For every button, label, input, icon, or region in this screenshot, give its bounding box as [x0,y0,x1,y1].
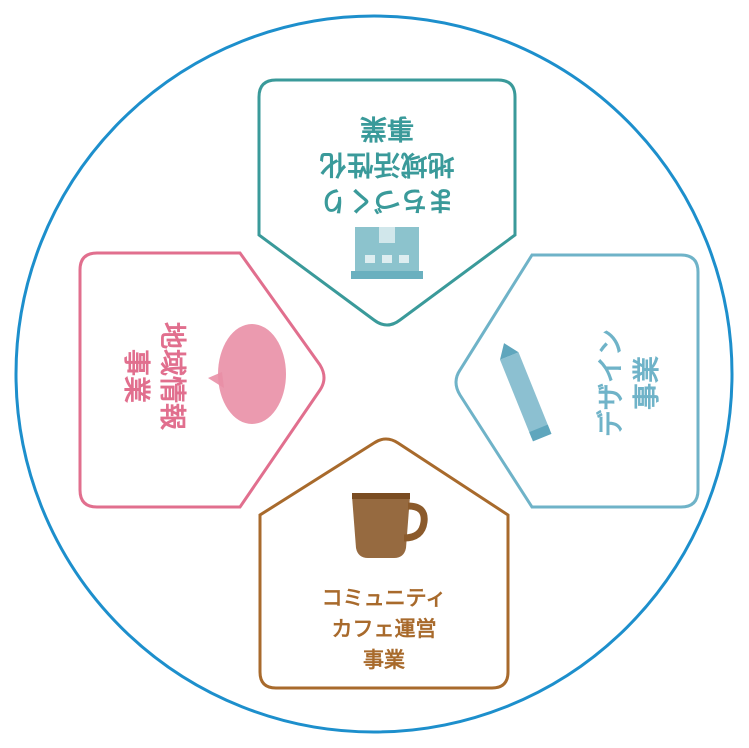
speech-bubble-icon [208,324,286,424]
pencil-icon [499,343,552,442]
building-icon [351,227,423,279]
bottom-line-1: コミュニティ [322,586,447,610]
top-line-2: 地域活性化 [320,148,455,179]
coffee-cup-icon [352,493,428,558]
right-line-1: デザイン [595,329,627,437]
panel-left-label: 地域情報 事業 [120,322,187,431]
top-line-1: まちづくり [320,184,455,215]
bottom-line-3: 事業 [363,648,406,672]
right-line-2: 事業 [632,356,663,410]
panel-left-shape [78,251,326,509]
panel-right-label: デザイン 事業 [595,329,663,437]
panel-chiiki-joho: 地域情報 事業 [78,251,326,509]
outer-circle [14,14,734,734]
left-line-2: 事業 [120,349,151,403]
panel-top-label: まちづくり 地域活性化 事業 [320,112,455,215]
bottom-line-2: カフェ運営 [332,617,437,641]
panel-right-shape [454,253,700,509]
panel-community-cafe: コミュニティ カフェ運営 事業 [258,437,510,690]
left-line-1: 地域情報 [156,322,187,431]
panel-top-shape [257,78,517,327]
panel-design: デザイン 事業 [454,253,700,509]
top-line-3: 事業 [360,112,414,143]
panel-bottom-shape [258,437,510,690]
panel-machizukuri: まちづくり 地域活性化 事業 [257,78,517,327]
